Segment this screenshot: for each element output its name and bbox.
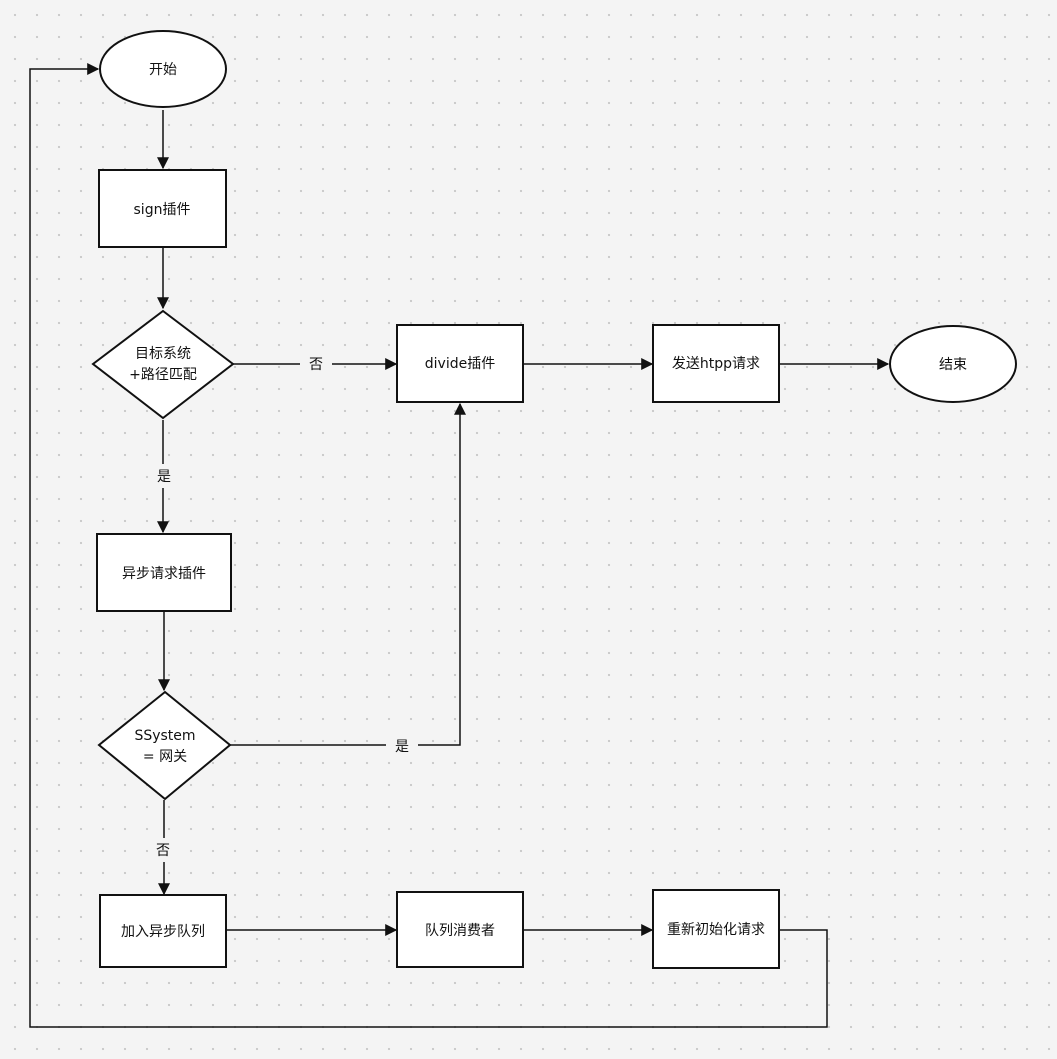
svg-text:结束: 结束 (939, 357, 967, 373)
svg-text:异步请求插件: 异步请求插件 (122, 566, 206, 582)
edge-system-to-divide (230, 402, 466, 746)
edge-label-match-no: 否 (300, 352, 332, 376)
async-plugin-node[interactable]: 异步请求插件 (96, 533, 232, 612)
sign-plugin-node[interactable]: sign插件 (98, 169, 227, 248)
svg-text:+路径匹配: +路径匹配 (129, 367, 197, 383)
svg-text:否: 否 (156, 843, 170, 859)
edge-label-system-yes: 是 (386, 734, 418, 758)
match-check-node[interactable]: 目标系统 +路径匹配 (91, 309, 235, 420)
reinit-request-node[interactable]: 重新初始化请求 (652, 889, 780, 969)
svg-text:是: 是 (395, 739, 409, 755)
divide-plugin-node[interactable]: divide插件 (396, 324, 524, 403)
edge-label-system-no: 否 (148, 838, 178, 862)
svg-text:否: 否 (309, 357, 323, 373)
edge-label-match-yes: 是 (150, 464, 178, 488)
svg-text:目标系统: 目标系统 (135, 346, 191, 362)
add-queue-node[interactable]: 加入异步队列 (99, 894, 227, 968)
system-check-node[interactable]: SSystem = 网关 (97, 690, 232, 801)
svg-text:重新初始化请求: 重新初始化请求 (667, 921, 765, 938)
svg-text:divide插件: divide插件 (425, 356, 495, 372)
edge-reinit-loop-to-start (29, 63, 828, 1028)
svg-text:队列消费者: 队列消费者 (425, 923, 495, 939)
svg-text:是: 是 (157, 469, 171, 485)
svg-text:加入异步队列: 加入异步队列 (121, 924, 205, 940)
queue-consumer-node[interactable]: 队列消费者 (396, 891, 524, 968)
svg-text:SSystem: SSystem (134, 728, 195, 744)
send-http-node[interactable]: 发送htpp请求 (652, 324, 780, 403)
end-node[interactable]: 结束 (889, 325, 1017, 403)
svg-text:开始: 开始 (149, 62, 177, 78)
svg-text:sign插件: sign插件 (134, 202, 191, 218)
svg-text:发送htpp请求: 发送htpp请求 (672, 356, 760, 372)
svg-text:= 网关: = 网关 (143, 749, 187, 765)
start-node[interactable]: 开始 (99, 30, 227, 108)
